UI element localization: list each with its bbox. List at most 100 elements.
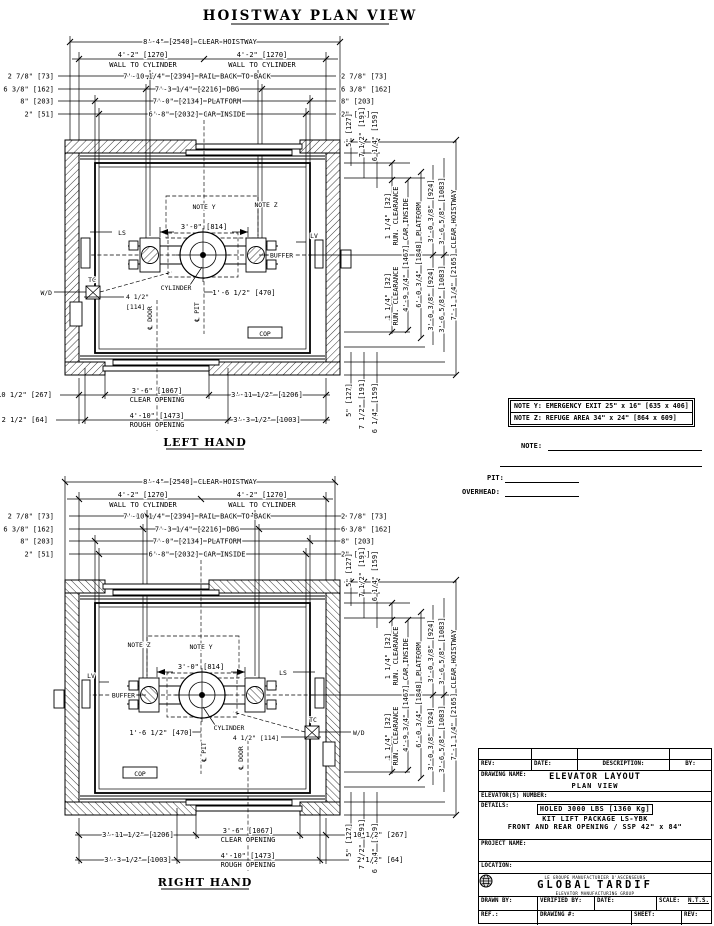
right-view-title: RIGHT HAND — [158, 876, 253, 889]
note-field-label: NOTE: — [521, 442, 543, 450]
left-view-title: LEFT HAND — [163, 436, 246, 449]
logo-tagline-top: LE GROUPE MANUFACTURIER D'ASCENSEURS — [544, 874, 646, 880]
drawing-number-label[interactable]: DRAWING #: — [537, 911, 631, 925]
dim-dbg-side: 6 3/8" [162] — [3, 86, 54, 94]
details-label: DETAILS: — [481, 803, 509, 809]
rail-bolt — [128, 259, 139, 270]
door-centerline-label: ℄ DOOR — [146, 306, 154, 330]
details-capacity: HOLED 3000 LBS [1360 Kg] — [536, 804, 654, 815]
drawing-name-line2: PLAN VIEW — [571, 782, 619, 790]
drawing-name-row: DRAWING NAME: ELEVATOR LAYOUT PLAN VIEW — [479, 770, 711, 791]
elevator-number-row[interactable]: ELEVATOR(S) NUMBER: — [479, 791, 711, 801]
scale-label: SCALE: — [659, 898, 680, 904]
hoistway-wall-top-a — [64, 139, 197, 154]
door-panels — [102, 143, 303, 372]
lv-label: LV — [87, 672, 95, 680]
side-dimension-texts: 5" [127] 7 1/2" [191] 6 1/4" [159] 1 1/4… — [344, 105, 460, 434]
description-value-cell[interactable] — [577, 749, 669, 759]
location-label: LOCATION: — [481, 863, 513, 869]
dim-5in: 5" [127] — [345, 113, 353, 147]
rev-label[interactable]: REV: — [681, 911, 711, 925]
pit-field-line[interactable] — [505, 482, 579, 483]
dim-814: 3'-0" [814] — [181, 223, 227, 231]
dim-platform-side: 8" [203] — [20, 98, 54, 106]
dim-rough-opening: 4'-10" [1473] — [130, 412, 185, 420]
by-value-cell[interactable] — [669, 749, 711, 759]
verified-by-label[interactable]: VERIFIED BY: — [537, 897, 594, 910]
left-view-texts: 10 1/2" [267] 3'-6" [1067] CLEAR OPENING… — [0, 200, 319, 449]
note-z-label: NOTE Z — [254, 201, 277, 209]
dim-run-clearance-label: RUN. CLEARANCE — [392, 186, 400, 245]
dim-clear-opening-label: CLEAR OPENING — [130, 396, 185, 404]
date-label[interactable]: DATE: — [594, 897, 656, 910]
ref-label[interactable]: REF.: — [481, 912, 499, 918]
logo-tardif: TARDIF — [597, 878, 653, 891]
reference-row: REF.: DRAWING #: SHEET: REV: — [479, 910, 711, 925]
dim-car-side: 2" [51] — [24, 111, 54, 119]
dim-wall-to-cyl-label: WALL TO CYLINDER — [228, 61, 296, 69]
dim-114b: [114] — [126, 303, 145, 311]
details-package: KIT LIFT PACKAGE LS-YBK — [542, 814, 648, 823]
rev-value-cell[interactable] — [479, 749, 531, 759]
dim-run-clearance: 1 1/4" [32] — [384, 193, 392, 239]
car-outline — [94, 162, 311, 354]
dim-car-side: 2" [51] — [341, 111, 371, 119]
date-header: DATE: — [531, 760, 577, 770]
dim-run-clearance-label: RUN. CLEARANCE — [392, 266, 400, 325]
globe-icon — [479, 874, 493, 888]
project-name-row[interactable]: PROJECT NAME: — [479, 839, 711, 861]
revision-blank-row — [479, 749, 711, 759]
by-header: BY: — [669, 760, 711, 770]
description-header: DESCRIPTION: — [577, 760, 669, 770]
dim-1083: 3'-6 5/8" [1083] — [438, 265, 446, 332]
hoistway-wall-bottom-b — [208, 361, 341, 376]
dim-wall-to-cyl: 4'-2" [1270] — [237, 51, 288, 59]
note-z-text: NOTE Z: REFUGE AREA 34" x 24" [864 x 609… — [510, 413, 693, 425]
tc-label: TC — [309, 716, 317, 724]
elevator-number-label: ELEVATOR(S) NUMBER: — [481, 793, 548, 799]
overhead-field-label: OVERHEAD: — [462, 488, 500, 496]
location-row[interactable]: LOCATION: — [479, 861, 711, 873]
date-value-cell[interactable] — [531, 749, 577, 759]
note-field-line-2[interactable] — [500, 466, 702, 467]
dim-1206: 3'-11 1/2" [1206] — [231, 391, 303, 399]
lv-label: LV — [310, 232, 318, 240]
sill-lines — [80, 155, 325, 360]
note-y-label: NOTE Y — [189, 643, 212, 651]
dim-wall-to-cyl-label: WALL TO CYLINDER — [109, 61, 177, 69]
dim-10-5: 10 1/2" [267] — [353, 831, 408, 839]
dim-1206: 3'-11 1/2" [1206] — [102, 831, 174, 839]
overhead-field-line[interactable] — [505, 496, 579, 497]
dimension-ticks — [66, 38, 344, 424]
buffer-label: BUFFER — [112, 692, 135, 700]
dim-clear-hoistway-w: 8'-4" [2540] CLEAR HOISTWAY — [143, 38, 258, 46]
sheet-label[interactable]: SHEET: — [631, 911, 681, 925]
dim-114b: [114] — [260, 734, 279, 742]
dim-rough-opening-label: ROUGH OPENING — [130, 421, 185, 429]
drawing-name-line1: ELEVATOR LAYOUT — [549, 772, 641, 782]
hoistway-wall-right — [325, 139, 341, 376]
dim-rail-side: 2 7/8" [73] — [8, 73, 54, 81]
door-centerline-label: ℄ DOOR — [237, 746, 245, 770]
dim-2-5: 2 1/2" [64] — [2, 416, 48, 424]
dim-6-25in: 6 1/4" [159] — [371, 111, 379, 162]
dim-5in: 5" [127] — [345, 383, 353, 417]
dim-924: 3'-0 3/8" [924] — [427, 267, 435, 330]
dim-rail-btb: 7'-10 1/4" [2394] RAIL BACK TO BACK — [123, 73, 271, 81]
drawn-by-row: DRAWN BY: VERIFIED BY: DATE: SCALE:N.T.S… — [479, 896, 711, 910]
dim-1003: 3'-3 1/2" [1003] — [233, 416, 300, 424]
note-field-line-1[interactable] — [548, 450, 702, 451]
logo-tagline-bottom: ELEVATOR MANUFACTURING GROUP — [555, 890, 635, 896]
drawn-by-label[interactable]: DRAWN BY: — [481, 898, 513, 904]
plan-linework — [54, 36, 352, 431]
scale-cell[interactable]: SCALE:N.T.S. — [656, 897, 711, 910]
dim-rough-opening-label: ROUGH OPENING — [221, 861, 276, 869]
revision-header-row: REV: DATE: DESCRIPTION: BY: — [479, 759, 711, 770]
dim-car-inside-w: 6'-8" [2032] CAR INSIDE — [149, 111, 246, 119]
ls-label: LS — [279, 669, 287, 677]
rail-bolt — [266, 240, 277, 251]
cylinder-crosshair — [176, 228, 230, 282]
wd-label: W/D — [353, 729, 365, 737]
side-dimension-lines — [310, 136, 460, 416]
